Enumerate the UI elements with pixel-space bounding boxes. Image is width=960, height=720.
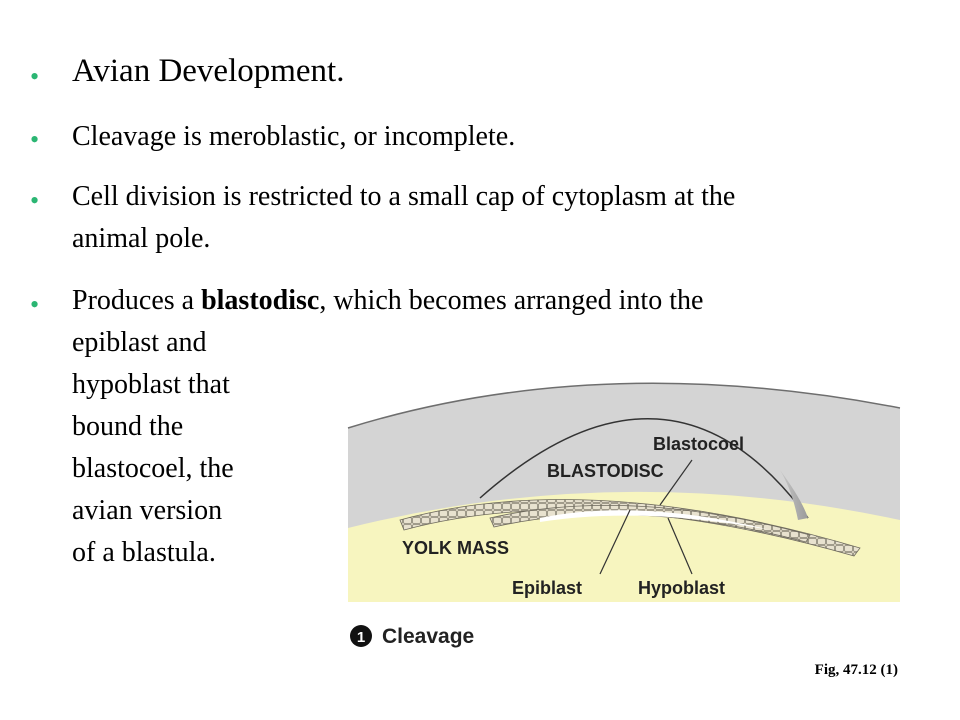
blastodisc-term: blastodisc [201,285,320,316]
label-yolk-mass: YOLK MASS [402,538,509,558]
bullet-blastodisc-line1: Produces a blastodisc, which becomes arr… [72,282,703,320]
label-hypoblast: Hypoblast [638,578,725,598]
blastodisc-diagram: Blastocoel BLASTODISC YOLK MASS Epiblast… [347,382,901,648]
blastocoel-leader [659,459,693,506]
text-segment: , which becomes arranged into the [319,285,704,316]
step-label: Cleavage [382,625,474,648]
slide-title: Avian Development. [72,53,345,89]
bullet-cell-division-line2: animal pole. [72,223,211,254]
step-number: 1 [357,629,365,646]
blastocoel-dome [479,417,809,519]
blastocoel-cavity [540,510,770,530]
hypoblast-leader [667,517,693,575]
bullet-cleavage-text: Cleavage is meroblastic, or incomplete. [72,121,516,152]
label-blastodisc: BLASTODISC [547,461,664,481]
cleavage-figure: Blastocoel BLASTODISC YOLK MASS Epiblast… [340,370,910,660]
bullet-marker: • [30,125,40,154]
step-number-badge [350,625,372,647]
bullet-marker: • [30,62,40,91]
continuation-line: of a blastula. [72,537,216,568]
bullet-marker: • [30,290,40,319]
bullet-cell-division-line1: Cell division is restricted to a small c… [72,181,736,212]
bullet-marker: • [30,186,40,215]
label-blastocoel: Blastocoel [653,434,744,454]
figure-caption: Fig, 47.12 (1) [814,662,898,678]
dome-shading [780,470,808,520]
label-epiblast: Epiblast [512,578,582,598]
continuation-line: avian version [72,495,223,526]
yolk-mass-region [348,491,900,602]
text-segment: Produces a [72,285,202,316]
continuation-line: epiblast and [72,327,207,358]
shell-outline [347,382,901,429]
epiblast-leader [599,509,631,575]
continuation-line: blastocoel, the [72,453,234,484]
continuation-line: hypoblast that [72,369,230,400]
continuation-line: bound the [72,411,184,442]
